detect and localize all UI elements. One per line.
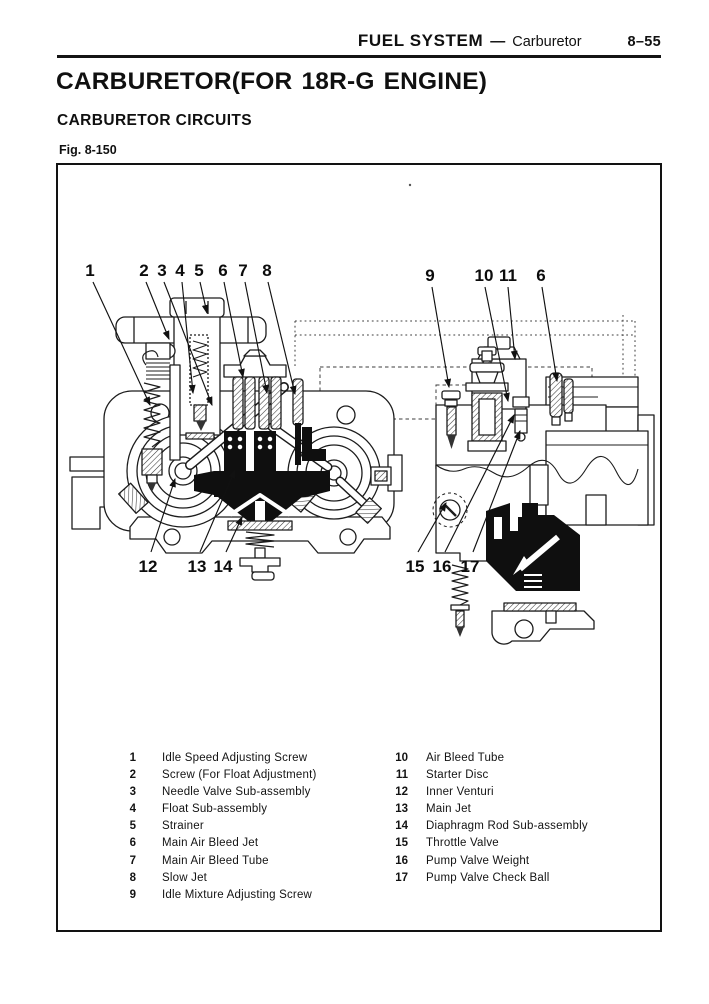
legend-item: 9 Idle Mixture Adjusting Screw <box>116 887 317 904</box>
callout-16: 16 <box>433 557 452 576</box>
page-header: FUEL SYSTEM — Carburetor 8–55 <box>57 31 661 53</box>
legend-item-number: 1 <box>129 752 136 764</box>
legend-item: 4 Float Sub-assembly <box>116 801 317 818</box>
legend-item-label: Inner Venturi <box>426 786 494 799</box>
section-heading: CARBURETOR CIRCUITS <box>57 112 253 129</box>
page-number: 8–55 <box>627 34 661 50</box>
callout-12: 12 <box>139 557 158 576</box>
callout-10: 10 <box>475 266 494 285</box>
legend-item-number: 16 <box>395 854 408 867</box>
legend-item-number: 5 <box>129 820 136 833</box>
header-section-title: FUEL SYSTEM <box>357 31 484 50</box>
legend-item: 5 Strainer <box>116 818 317 835</box>
legend-item-label: Starter Disc <box>426 769 489 782</box>
legend-item-number: 17 <box>395 871 408 884</box>
callout-13: 13 <box>188 557 207 576</box>
legend-item: 15 Throttle Valve <box>384 835 588 852</box>
legend-item-number: 7 <box>129 854 136 867</box>
callout-7: 7 <box>238 261 247 280</box>
legend-item-label: Diaphragm Rod Sub-assembly <box>426 820 588 833</box>
callout-4: 4 <box>175 261 185 280</box>
legend-item-number: 6 <box>129 837 136 850</box>
callout-numbers: 1 2 3 4 5 6 7 8 9 10 11 6 12 13 14 15 16… <box>85 261 545 576</box>
legend-item-number: 11 <box>395 769 408 782</box>
legend-item: 6 Main Air Bleed Jet <box>116 835 317 852</box>
legend-item-label: Slow Jet <box>162 871 208 884</box>
legend-item-label: Pump Valve Check Ball <box>426 871 550 884</box>
legend-item: 12 Inner Venturi <box>384 784 588 801</box>
legend-item: 17 Pump Valve Check Ball <box>384 870 588 887</box>
callout-14: 14 <box>214 557 233 576</box>
header-separator: — <box>490 33 506 50</box>
legend-item-number: 13 <box>395 803 408 816</box>
legend-item: 14 Diaphragm Rod Sub-assembly <box>384 818 588 835</box>
legend-item: 16 Pump Valve Weight <box>384 853 588 870</box>
legend-item: 13 Main Jet <box>384 801 588 818</box>
callout-15: 15 <box>406 557 425 576</box>
legend-item: 10 Air Bleed Tube <box>384 750 588 767</box>
legend-item-label: Main Air Bleed Jet <box>162 837 259 850</box>
callout-8: 8 <box>262 261 271 280</box>
figure-box: 1 2 3 4 5 6 7 8 9 10 11 6 12 13 14 15 16… <box>56 163 662 932</box>
legend-item-number: 4 <box>129 803 136 816</box>
legend-item-label: Main Jet <box>426 803 472 816</box>
legend-item-label: Strainer <box>162 820 204 833</box>
legend-item-label: Idle Speed Adjusting Screw <box>162 752 308 764</box>
legend-item-label: Screw (For Float Adjustment) <box>162 769 317 782</box>
legend-item-label: Float Sub-assembly <box>162 803 268 816</box>
callout-6: 6 <box>218 261 227 280</box>
legend-item-number: 8 <box>129 871 136 884</box>
legend-item-number: 10 <box>395 752 408 764</box>
figure-label: Fig. 8-150 <box>59 143 117 157</box>
callout-3: 3 <box>157 261 166 280</box>
callout-11: 11 <box>499 266 517 285</box>
legend-item: 3 Needle Valve Sub-assembly <box>116 784 317 801</box>
legend-column-right: 10 Air Bleed Tube 11 Starter Disc 12 Inner … <box>384 750 588 887</box>
legend-item-label: Needle Valve Sub-assembly <box>162 786 311 799</box>
callout-6b: 6 <box>536 266 545 285</box>
legend-column-left: 1 Idle Speed Adjusting Screw 2 Screw (For … <box>116 750 317 904</box>
legend-item-label: Pump Valve Weight <box>426 854 530 867</box>
right-carburetor-section-view <box>432 336 655 645</box>
legend-item: 11 Starter Disc <box>384 767 588 784</box>
callout-17: 17 <box>461 557 480 576</box>
callout-9: 9 <box>425 266 434 285</box>
callout-leader-lines <box>92 281 560 553</box>
carburetor-circuit-diagram: 1 2 3 4 5 6 7 8 9 10 11 6 12 13 14 15 16… <box>69 183 655 645</box>
legend-item: 7 Main Air Bleed Tube <box>116 853 317 870</box>
page-title: CARBURETOR(FOR 18R-G ENGINE) <box>56 68 488 95</box>
legend-item: 1 Idle Speed Adjusting Screw <box>116 750 317 767</box>
legend-item-number: 3 <box>129 786 136 799</box>
legend-item-label: Air Bleed Tube <box>426 752 505 764</box>
legend-item-label: Idle Mixture Adjusting Screw <box>162 888 313 901</box>
legend-item: 8 Slow Jet <box>116 870 317 887</box>
pump-chamber-black <box>486 503 580 591</box>
callout-2: 2 <box>139 261 148 280</box>
left-carburetor-section-view <box>69 297 403 581</box>
legend-item-number: 9 <box>129 888 136 901</box>
legend-item-number: 15 <box>395 837 408 850</box>
header-rule <box>57 55 661 58</box>
legend-item-number: 12 <box>395 786 408 799</box>
legend-item: 2 Screw (For Float Adjustment) <box>116 767 317 784</box>
legend-item-label: Main Air Bleed Tube <box>162 854 269 867</box>
legend-item-label: Throttle Valve <box>426 837 499 850</box>
callout-5: 5 <box>194 261 203 280</box>
legend-item-number: 14 <box>395 820 408 833</box>
legend-item-number: 2 <box>129 769 136 782</box>
header-subsection: Carburetor <box>512 34 582 50</box>
callout-1: 1 <box>85 261 94 280</box>
